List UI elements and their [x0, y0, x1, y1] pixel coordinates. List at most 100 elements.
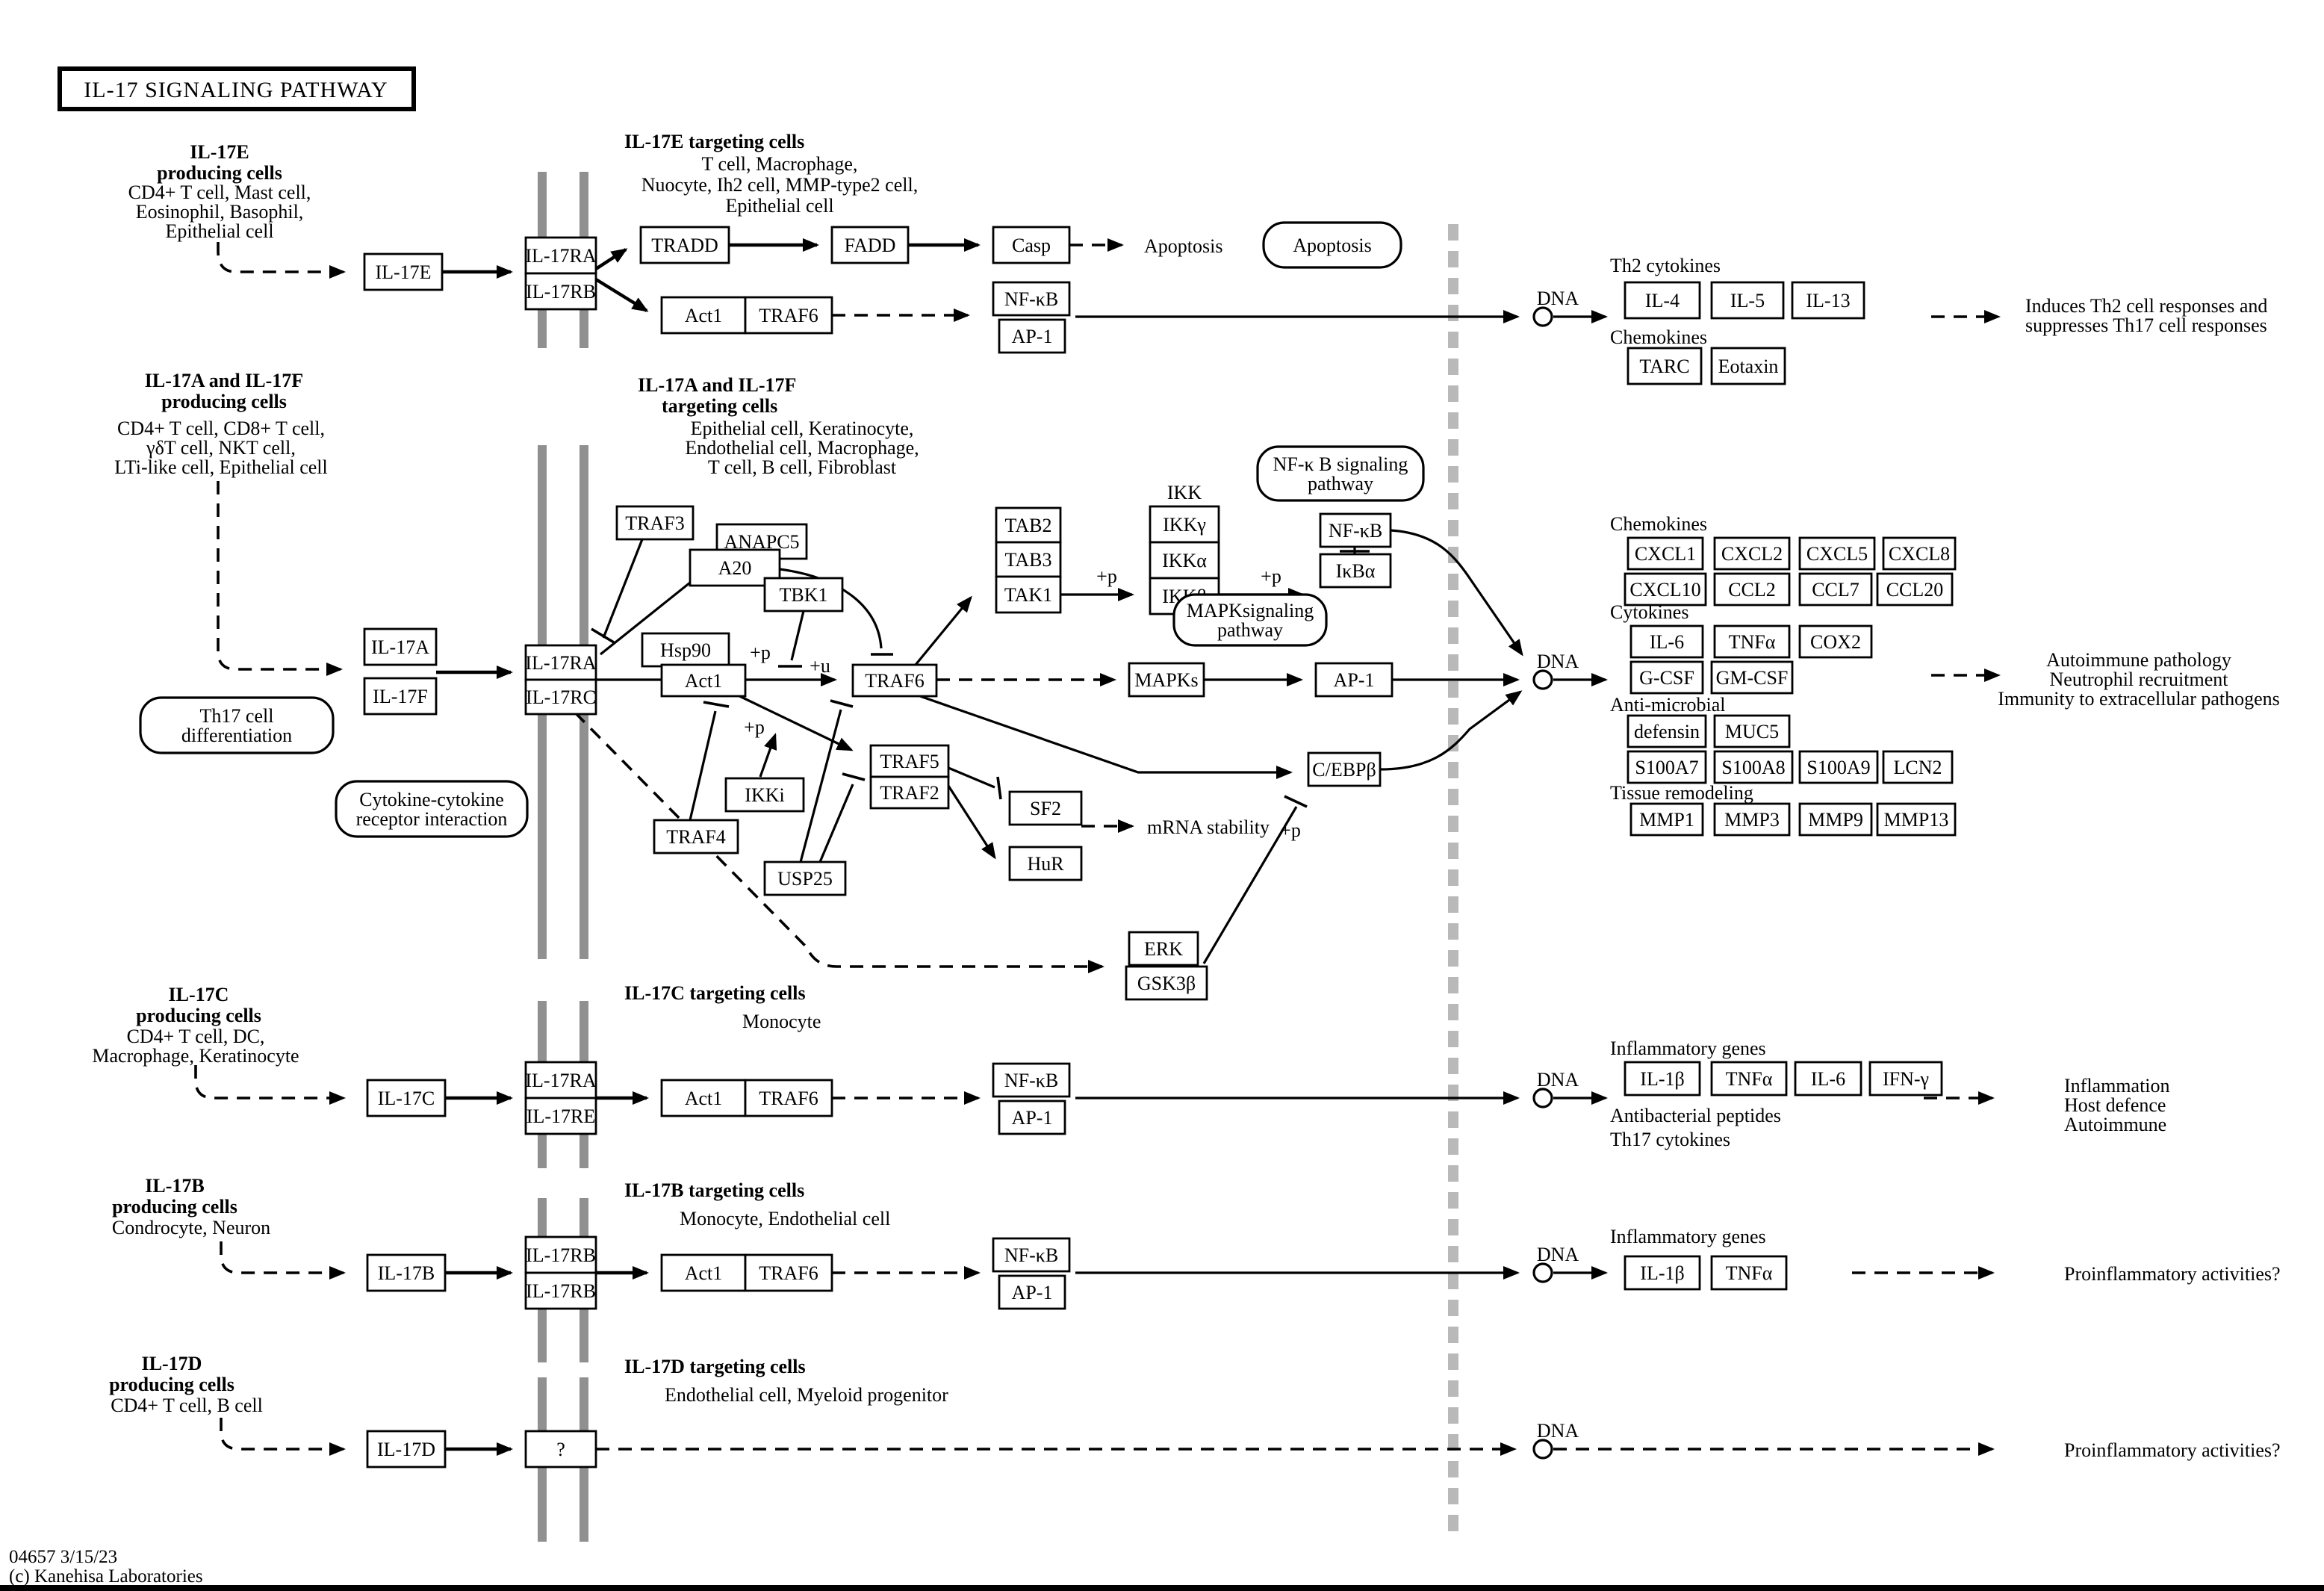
- gene-box-gmcsf[interactable]: [1710, 660, 1794, 695]
- gene-box-fadd[interactable]: [830, 226, 910, 264]
- node-tnfa-r3[interactable]: TNFα: [1710, 1061, 1788, 1097]
- gene-box-s100a8[interactable]: [1713, 750, 1794, 784]
- node-cxcl8[interactable]: CXCL8: [1882, 536, 1957, 571]
- node-cxcl10[interactable]: CXCL10: [1624, 572, 1707, 607]
- node-muc5[interactable]: MUC5: [1713, 714, 1791, 748]
- node-gmcsf[interactable]: GM-CSF: [1710, 660, 1794, 695]
- node-r3-ap1[interactable]: AP-1: [998, 1100, 1066, 1135]
- node-cxcl5[interactable]: CXCL5: [1798, 536, 1876, 571]
- node-il1b-r4[interactable]: IL-1β: [1624, 1255, 1701, 1291]
- node-casp[interactable]: Casp: [992, 226, 1071, 264]
- node-r1-traf6[interactable]: TRAF6: [744, 296, 833, 335]
- node-apoptosis-map[interactable]: Apoptosis: [1262, 221, 1402, 269]
- node-r2-traf6[interactable]: TRAF6: [851, 663, 938, 698]
- gene-box-r2-il17rc[interactable]: [524, 678, 597, 716]
- node-ccl7[interactable]: CCL7: [1798, 572, 1873, 607]
- node-cebpb[interactable]: C/EBPβ: [1307, 751, 1382, 787]
- node-il6-r3[interactable]: IL-6: [1794, 1061, 1862, 1097]
- node-mmp13[interactable]: MMP13: [1876, 802, 1957, 837]
- node-tnfa-r4[interactable]: TNFα: [1710, 1255, 1788, 1291]
- gene-box-r1-il17ra[interactable]: [524, 236, 597, 275]
- node-cxcl1[interactable]: CXCL1: [1627, 536, 1704, 571]
- gene-box-il1b-r4[interactable]: [1624, 1255, 1701, 1291]
- node-il17a[interactable]: IL-17A: [363, 627, 438, 666]
- gene-box-tab2[interactable]: [995, 506, 1062, 544]
- gene-box-mmp3[interactable]: [1713, 802, 1791, 837]
- node-r2-act1[interactable]: Act1: [660, 663, 747, 698]
- node-r2-il17rc[interactable]: IL-17RC: [524, 678, 597, 716]
- node-mapks[interactable]: MAPKs: [1128, 662, 1205, 698]
- gene-box-s100a7[interactable]: [1627, 750, 1707, 784]
- node-ccl2[interactable]: CCL2: [1713, 572, 1791, 607]
- pathway-ref-cytcyt-map[interactable]: [335, 780, 529, 838]
- gene-box-traf3[interactable]: [615, 505, 695, 541]
- gene-box-tab3[interactable]: [995, 541, 1062, 578]
- node-ikki[interactable]: IKKi: [724, 777, 805, 813]
- gene-box-tarc[interactable]: [1627, 347, 1703, 385]
- node-traf4[interactable]: TRAF4: [653, 819, 739, 855]
- gene-box-ifng[interactable]: [1868, 1061, 1943, 1097]
- node-tbk1[interactable]: TBK1: [763, 577, 844, 612]
- gene-box-r4-il17rb1[interactable]: [524, 1235, 597, 1274]
- node-r4-il17rb2[interactable]: IL-17RB: [524, 1271, 597, 1310]
- gene-box-il4[interactable]: [1624, 281, 1701, 320]
- gene-box-il17c[interactable]: [366, 1079, 447, 1117]
- node-erk[interactable]: ERK: [1128, 931, 1199, 967]
- node-tak1[interactable]: TAK1: [995, 575, 1062, 614]
- gene-box-ccl7[interactable]: [1798, 572, 1873, 607]
- gene-box-r4-traf6[interactable]: [744, 1253, 833, 1292]
- node-ikba[interactable]: IκBα: [1319, 553, 1392, 589]
- gene-box-r3-ap1[interactable]: [998, 1100, 1066, 1135]
- node-unknown-receptor[interactable]: ?: [524, 1430, 597, 1469]
- gene-box-ikkg[interactable]: [1149, 505, 1220, 544]
- gene-box-lcn2[interactable]: [1882, 750, 1954, 784]
- node-il4[interactable]: IL-4: [1624, 281, 1701, 320]
- node-usp25[interactable]: USP25: [763, 860, 847, 896]
- gene-box-casp[interactable]: [992, 226, 1071, 264]
- gene-box-r3-traf6[interactable]: [744, 1079, 833, 1117]
- gene-box-il6-r2[interactable]: [1629, 624, 1704, 659]
- gene-box-r1-act1[interactable]: [660, 296, 747, 335]
- node-r1-il17ra[interactable]: IL-17RA: [524, 236, 597, 275]
- node-nfkb2[interactable]: NF-κB: [1319, 512, 1392, 548]
- gene-box-traf2[interactable]: [869, 775, 950, 810]
- node-r1-nfkb[interactable]: NF-κB: [992, 281, 1071, 317]
- node-ikka[interactable]: IKKα: [1149, 541, 1220, 580]
- pathway-ref-th17-map[interactable]: [139, 696, 335, 754]
- node-r1-ap1[interactable]: AP-1: [998, 318, 1066, 354]
- node-cox2[interactable]: COX2: [1798, 624, 1873, 659]
- gene-box-r2-traf6[interactable]: [851, 663, 938, 698]
- gene-box-nfkb2[interactable]: [1319, 512, 1392, 548]
- node-il1b-r3[interactable]: IL-1β: [1624, 1061, 1701, 1097]
- gene-box-r3-il17re[interactable]: [524, 1097, 597, 1135]
- node-traf3[interactable]: TRAF3: [615, 505, 695, 541]
- gene-box-mmp9[interactable]: [1798, 802, 1873, 837]
- node-defensin[interactable]: defensin: [1627, 714, 1707, 748]
- node-tnfa-r2[interactable]: TNFα: [1713, 624, 1791, 659]
- node-r2-il17ra[interactable]: IL-17RA: [524, 644, 597, 681]
- gene-box-mapks[interactable]: [1128, 662, 1205, 698]
- gene-box-r1-nfkb[interactable]: [992, 281, 1071, 317]
- gene-box-r3-il17ra[interactable]: [524, 1061, 597, 1100]
- node-il17b[interactable]: IL-17B: [366, 1253, 447, 1292]
- node-gsk3b[interactable]: GSK3β: [1125, 965, 1208, 1001]
- node-r2-ap1[interactable]: AP-1: [1314, 662, 1394, 698]
- gene-box-r2-ap1[interactable]: [1314, 662, 1394, 698]
- node-tab2[interactable]: TAB2: [995, 506, 1062, 544]
- gene-box-il17a[interactable]: [363, 627, 438, 666]
- gene-box-r3-nfkb[interactable]: [992, 1062, 1071, 1098]
- gene-box-tbk1[interactable]: [763, 577, 844, 612]
- gene-box-gcsf[interactable]: [1629, 660, 1704, 695]
- pathway-ref-nfkb-map[interactable]: [1256, 445, 1425, 502]
- gene-box-il13[interactable]: [1791, 281, 1865, 320]
- node-eotaxin[interactable]: Eotaxin: [1710, 347, 1786, 385]
- gene-box-cxcl1[interactable]: [1627, 536, 1704, 571]
- gene-box-r4-act1[interactable]: [660, 1253, 747, 1292]
- gene-box-il17d[interactable]: [366, 1430, 447, 1469]
- gene-box-r4-il17rb2[interactable]: [524, 1271, 597, 1310]
- node-s100a9[interactable]: S100A9: [1798, 750, 1879, 784]
- node-il6-r2[interactable]: IL-6: [1629, 624, 1704, 659]
- gene-box-r1-il17rb[interactable]: [524, 272, 597, 311]
- gene-box-gsk3b[interactable]: [1125, 965, 1208, 1001]
